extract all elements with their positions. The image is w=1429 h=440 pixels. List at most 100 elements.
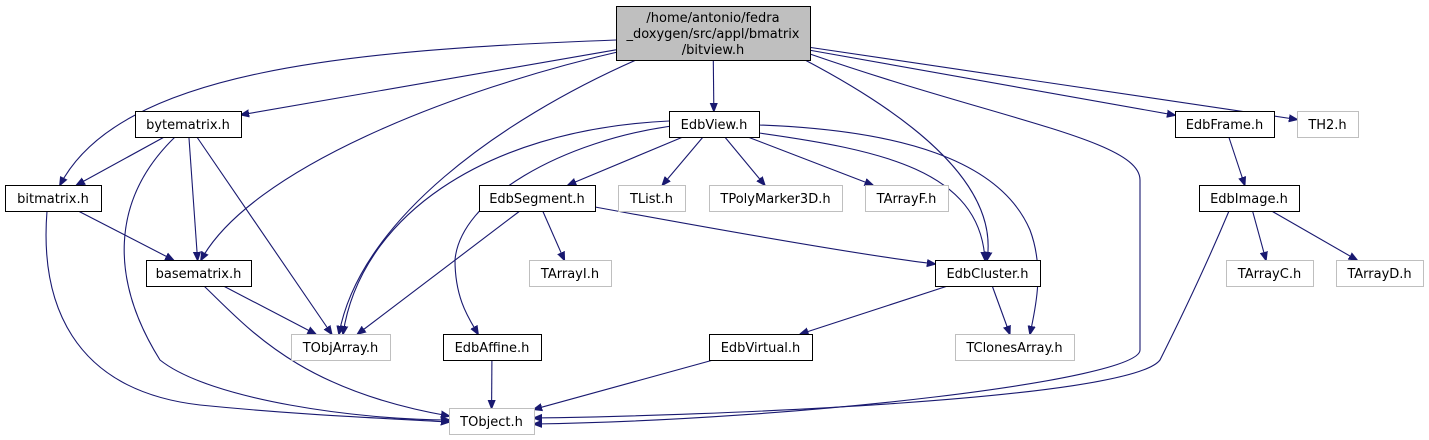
edge-basematrix-to-TObject	[203, 285, 449, 416]
node-label-bitview: /home/antonio/fedra	[646, 11, 779, 26]
edge-bitview-to-EdbView	[713, 59, 714, 111]
edge-EdbView-to-TList	[662, 136, 704, 185]
edge-bytematrix-to-basematrix	[188, 136, 198, 260]
node-TArrayC: TArrayC.h	[1226, 260, 1314, 287]
node-TArrayD: TArrayD.h	[1336, 260, 1424, 287]
edge-EdbView-to-EdbSegment	[568, 136, 684, 185]
node-box-EdbCluster	[935, 260, 1041, 287]
node-EdbVirtual[interactable]: EdbVirtual.h	[709, 334, 813, 361]
edge-bitview-to-TObject	[534, 53, 1141, 424]
node-TClonesArray: TClonesArray.h	[955, 334, 1075, 361]
node-label-TArrayC: TArrayC.h	[1237, 267, 1301, 282]
edge-bytematrix-to-TObject	[123, 136, 449, 420]
node-TArrayF: TArrayF.h	[865, 185, 949, 212]
node-box-TH2	[1297, 111, 1359, 138]
node-box-EdbVirtual	[709, 334, 813, 361]
node-TObject: TObject.h	[449, 408, 535, 435]
edge-EdbView-to-TArrayF	[747, 136, 873, 185]
node-TH2: TH2.h	[1297, 111, 1359, 138]
node-label-TObject: TObject.h	[459, 415, 523, 430]
edge-bitview-to-TH2	[809, 46, 1297, 119]
node-label-TClonesArray: TClonesArray.h	[965, 341, 1062, 356]
edge-EdbImage-to-TArrayC	[1252, 210, 1266, 260]
node-EdbSegment[interactable]: EdbSegment.h	[479, 185, 596, 212]
node-box-TObjArray	[291, 334, 391, 361]
node-label-EdbAffine: EdbAffine.h	[455, 341, 530, 356]
node-box-EdbSegment	[479, 185, 596, 212]
node-box-TObject	[449, 408, 535, 435]
node-box-TList	[618, 185, 686, 212]
edge-EdbFrame-to-EdbImage	[1228, 136, 1245, 185]
node-label-TPolyMarker3D: TPolyMarker3D.h	[719, 192, 830, 207]
node-TObjArray: TObjArray.h	[291, 334, 391, 361]
nodes-layer: /home/antonio/fedra_doxygen/src/appl/bma…	[5, 6, 1424, 435]
edge-EdbCluster-to-EdbVirtual	[800, 285, 948, 334]
edge-EdbView-to-TPolyMarker3D	[724, 136, 765, 185]
edge-EdbView-to-EdbAffine	[454, 124, 680, 334]
edge-bytematrix-to-bitmatrix	[77, 136, 165, 185]
node-label-EdbFrame: EdbFrame.h	[1186, 118, 1264, 133]
edge-bitview-to-bytematrix	[241, 49, 617, 115]
edge-EdbSegment-to-TObjArray	[358, 210, 521, 334]
node-label-EdbSegment: EdbSegment.h	[489, 192, 585, 207]
edge-bytematrix-to-TObjArray	[196, 136, 332, 334]
node-box-TArrayF	[865, 185, 949, 212]
node-box-EdbFrame	[1175, 111, 1275, 138]
node-EdbImage[interactable]: EdbImage.h	[1199, 185, 1300, 212]
node-bitview[interactable]: /home/antonio/fedra_doxygen/src/appl/bma…	[616, 6, 811, 61]
node-label-TArrayI: TArrayI.h	[540, 267, 599, 282]
edge-EdbImage-to-TArrayD	[1271, 210, 1357, 260]
node-TPolyMarker3D: TPolyMarker3D.h	[709, 185, 843, 212]
edge-bitview-to-TObjArray	[339, 59, 637, 334]
edge-EdbImage-to-TObject	[534, 210, 1230, 418]
node-box-EdbImage	[1199, 185, 1300, 212]
node-box-TArrayI	[529, 260, 612, 287]
node-box-bitview	[616, 6, 811, 61]
node-TList: TList.h	[618, 185, 686, 212]
node-box-basematrix	[146, 260, 252, 287]
node-box-TPolyMarker3D	[709, 185, 843, 212]
node-label-EdbCluster: EdbCluster.h	[946, 267, 1028, 282]
node-TArrayI: TArrayI.h	[529, 260, 612, 287]
node-box-EdbAffine	[443, 334, 542, 361]
node-EdbCluster[interactable]: EdbCluster.h	[935, 260, 1041, 287]
edge-EdbVirtual-to-TObject	[534, 359, 714, 409]
node-EdbView[interactable]: EdbView.h	[669, 111, 760, 138]
edge-EdbView-to-EdbCluster	[758, 132, 985, 260]
node-label-basematrix: basematrix.h	[156, 267, 242, 282]
edge-basematrix-to-TObjArray	[223, 285, 315, 334]
edge-bitview-to-basematrix	[201, 49, 627, 260]
node-box-bitmatrix	[5, 185, 102, 212]
node-label-TList: TList.h	[629, 192, 673, 207]
node-label-EdbImage: EdbImage.h	[1210, 192, 1288, 207]
node-box-TArrayC	[1226, 260, 1314, 287]
node-box-TClonesArray	[955, 334, 1075, 361]
edge-bitview-to-bitmatrix	[60, 39, 617, 185]
node-basematrix[interactable]: basematrix.h	[146, 260, 252, 287]
node-EdbFrame[interactable]: EdbFrame.h	[1175, 111, 1275, 138]
node-box-EdbView	[669, 111, 760, 138]
node-label-TArrayD: TArrayD.h	[1346, 267, 1411, 282]
edge-bitmatrix-to-TObject	[45, 210, 449, 422]
node-label-bitmatrix: bitmatrix.h	[17, 192, 89, 207]
edge-EdbSegment-to-TArrayI	[542, 210, 565, 260]
node-EdbAffine[interactable]: EdbAffine.h	[443, 334, 542, 361]
node-box-bytematrix	[135, 111, 242, 138]
edge-EdbSegment-to-EdbCluster	[594, 206, 935, 264]
node-box-TArrayD	[1336, 260, 1424, 287]
node-bytematrix[interactable]: bytematrix.h	[135, 111, 242, 138]
node-label-EdbView: EdbView.h	[681, 118, 748, 133]
edges-layer	[45, 39, 1357, 424]
node-bitmatrix[interactable]: bitmatrix.h	[5, 185, 102, 212]
node-label-bytematrix: bytematrix.h	[146, 118, 230, 133]
node-label-bitview: _doxygen/src/appl/bmatrix	[625, 27, 799, 42]
edge-EdbView-to-TObjArray	[343, 120, 670, 334]
node-label-TObjArray: TObjArray.h	[302, 341, 379, 356]
node-label-TH2: TH2.h	[1307, 118, 1346, 133]
edge-bitmatrix-to-basematrix	[77, 210, 173, 260]
edge-EdbCluster-to-TClonesArray	[991, 285, 1010, 334]
node-label-TArrayF: TArrayF.h	[876, 192, 937, 207]
node-label-bitview: /bitview.h	[682, 43, 744, 58]
edge-bitview-to-EdbCluster	[804, 59, 988, 260]
